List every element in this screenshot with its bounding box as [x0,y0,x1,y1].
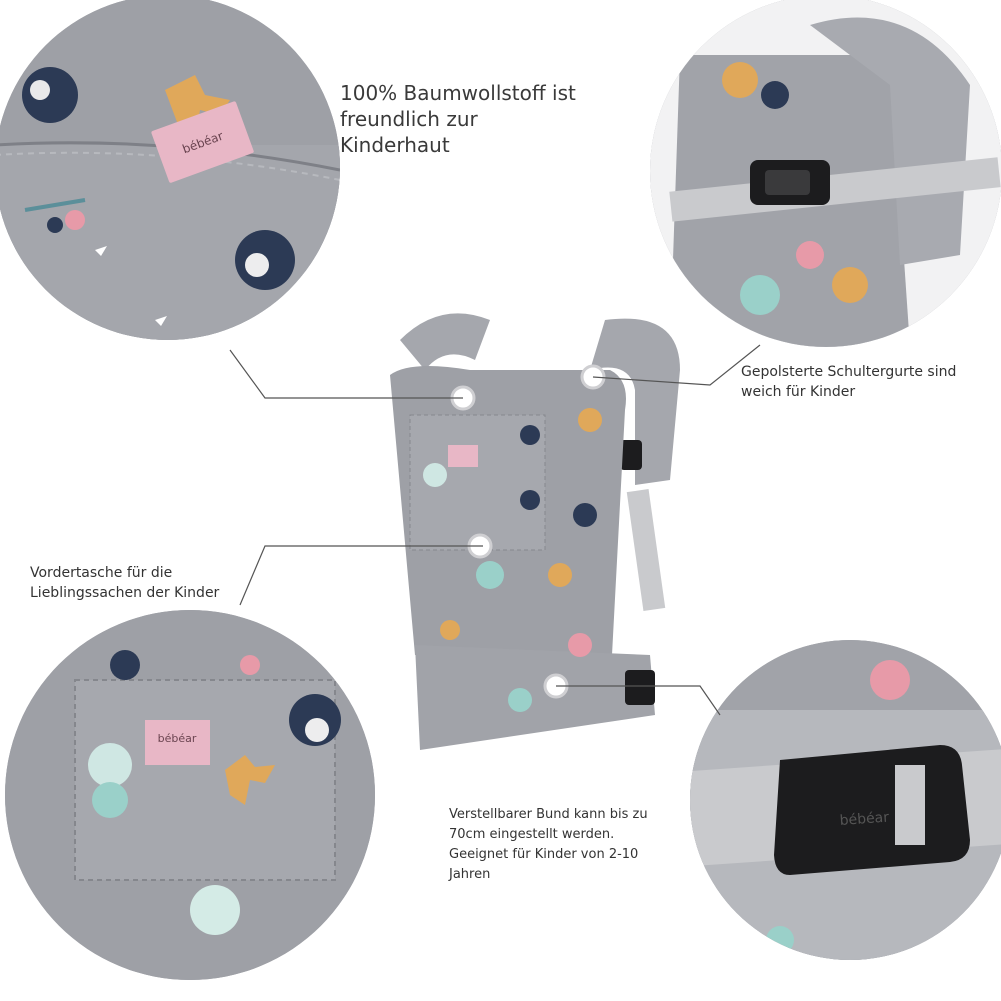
straps-detail-circle [650,0,1001,347]
waist-buckle-icon: bébéar [774,745,970,875]
pocket-caption-line-2: Lieblingssachen der Kinder [30,585,220,601]
straps-detail-image [650,0,1001,347]
waist-caption: Verstellbarer Bund kann bis zu 70cm eing… [449,805,648,885]
pocket-detail-circle: bébéar [5,610,375,980]
waist-caption-line-1: Verstellbarer Bund kann bis zu [449,807,648,822]
brand-label: bébéar [151,101,254,183]
fabric-detail-image: bébéar [0,0,340,340]
pocket-label-text: bébéar [158,732,197,745]
waist-caption-line-3: Geeignet für Kinder von 2-10 [449,847,639,862]
waist-detail-image: bébéar [690,640,1001,960]
pocket-detail-image: bébéar [5,610,375,980]
fabric-detail-circle: bébéar [0,0,340,340]
pocket-caption-line-1: Vordertasche für die [30,565,173,581]
cotton-caption-line-3: Kinderhaut [340,133,450,157]
waist-detail-circle: bébéar [690,640,1001,960]
pocket-caption: Vordertasche für die Lieblingssachen der… [30,563,219,603]
cotton-caption-line-2: freundlich zur [340,107,478,131]
cotton-caption-line-1: 100% Baumwollstoff ist [340,81,576,105]
straps-caption-line-2: weich für Kinder [741,384,856,400]
waist-caption-line-4: Jahren [449,867,491,882]
buckle-icon [750,160,830,205]
waist-caption-line-2: 70cm eingestellt werden. [449,827,615,842]
straps-caption: Gepolsterte Schultergurte sind weich für… [741,362,956,402]
buckle-logo-text: bébéar [839,810,890,829]
cotton-caption: 100% Baumwollstoff ist freundlich zur Ki… [340,80,576,158]
straps-caption-line-1: Gepolsterte Schultergurte sind [741,364,957,380]
